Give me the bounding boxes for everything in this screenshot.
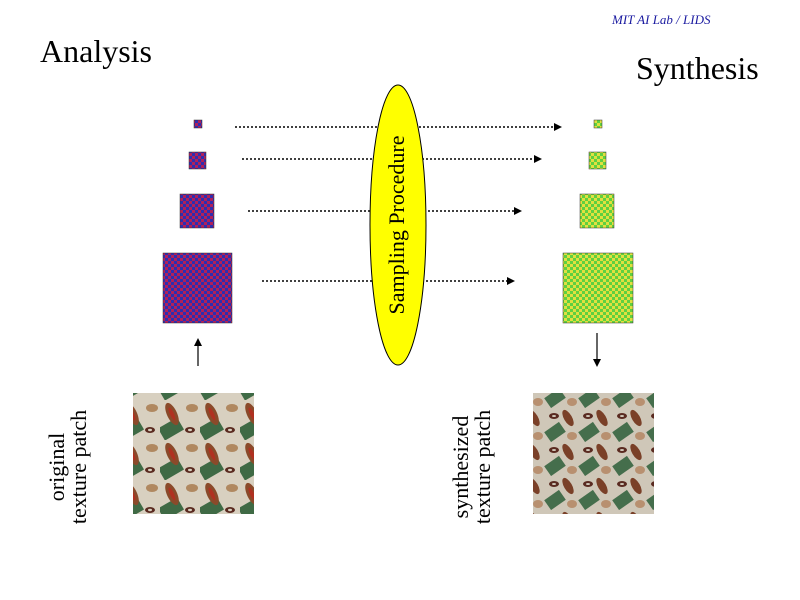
analysis-level-4 <box>162 252 233 324</box>
synth-label-line1: synthesized <box>448 415 473 519</box>
analysis-level-2 <box>188 151 207 170</box>
synthesis-level-4 <box>562 252 634 324</box>
original-texture-patch <box>133 393 254 514</box>
synthesis-level-2 <box>588 151 607 170</box>
synthesized-texture-label: synthesized texture patch <box>448 387 495 547</box>
title-synthesis: Synthesis <box>636 50 759 86</box>
synth-label-line2: texture patch <box>470 409 495 525</box>
analysis-level-1 <box>193 119 203 129</box>
original-label-line1: original <box>44 432 69 502</box>
original-label-line2: texture patch <box>66 409 91 525</box>
sampling-ellipse <box>369 84 427 366</box>
synthesis-level-3 <box>579 193 615 229</box>
sampling-procedure-label: Sampling Procedure <box>384 135 409 314</box>
synthesized-texture-patch <box>533 393 654 514</box>
title-analysis: Analysis <box>40 33 152 69</box>
header-credit: MIT AI Lab / LIDS <box>612 12 711 27</box>
original-texture-label: original texture patch <box>44 387 91 547</box>
analysis-level-3 <box>179 193 215 229</box>
synthesis-level-1 <box>593 119 603 129</box>
